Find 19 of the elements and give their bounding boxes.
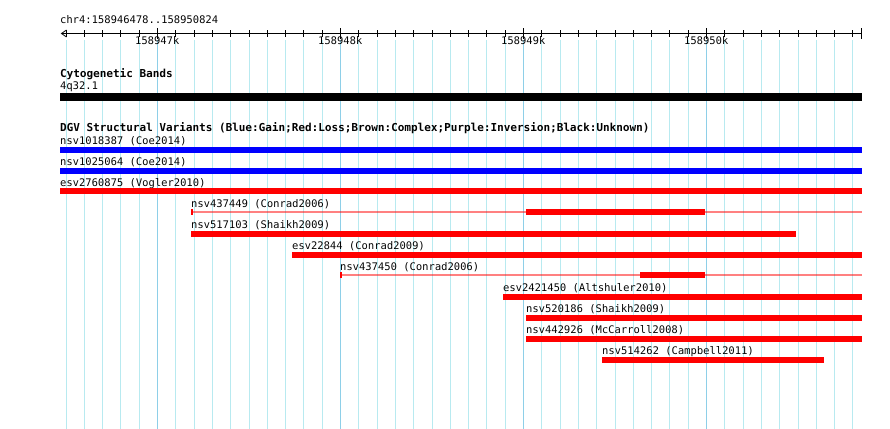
variant-label: nsv437449 (Conrad2006)	[191, 199, 330, 210]
variant-label: nsv1025064 (Coe2014)	[60, 157, 186, 168]
variant-label: nsv1018387 (Coe2014)	[60, 136, 186, 147]
variant-label: esv22844 (Conrad2009)	[292, 241, 425, 252]
variant-label: nsv517103 (Shaikh2009)	[191, 220, 330, 231]
variant-label: nsv514262 (Campbell2011)	[602, 346, 754, 357]
tick-label: 158949k	[501, 36, 546, 47]
variant-label: esv2760875 (Vogler2010)	[60, 178, 206, 189]
variant-label: nsv437450 (Conrad2006)	[340, 262, 480, 273]
track-title: DGV Structural Variants (Blue:Gain;Red:Loss;Brown:Complex;Purple:Inversion;Black:Unknown)	[60, 122, 650, 133]
band-label: 4q32.1	[60, 81, 98, 92]
variant-label: esv2421450 (Altshuler2010)	[503, 283, 668, 294]
variant-label: nsv442926 (McCarroll2008)	[526, 325, 684, 336]
variant-label: nsv520186 (Shaikh2009)	[526, 304, 666, 315]
tick-label: 158948k	[318, 36, 362, 47]
coordinate-range: chr4:158946478..158950824	[60, 15, 218, 26]
tick-label: 158950k	[684, 36, 728, 47]
tick-label: 158947k	[135, 36, 180, 47]
track-title: Cytogenetic Bands	[60, 68, 173, 79]
